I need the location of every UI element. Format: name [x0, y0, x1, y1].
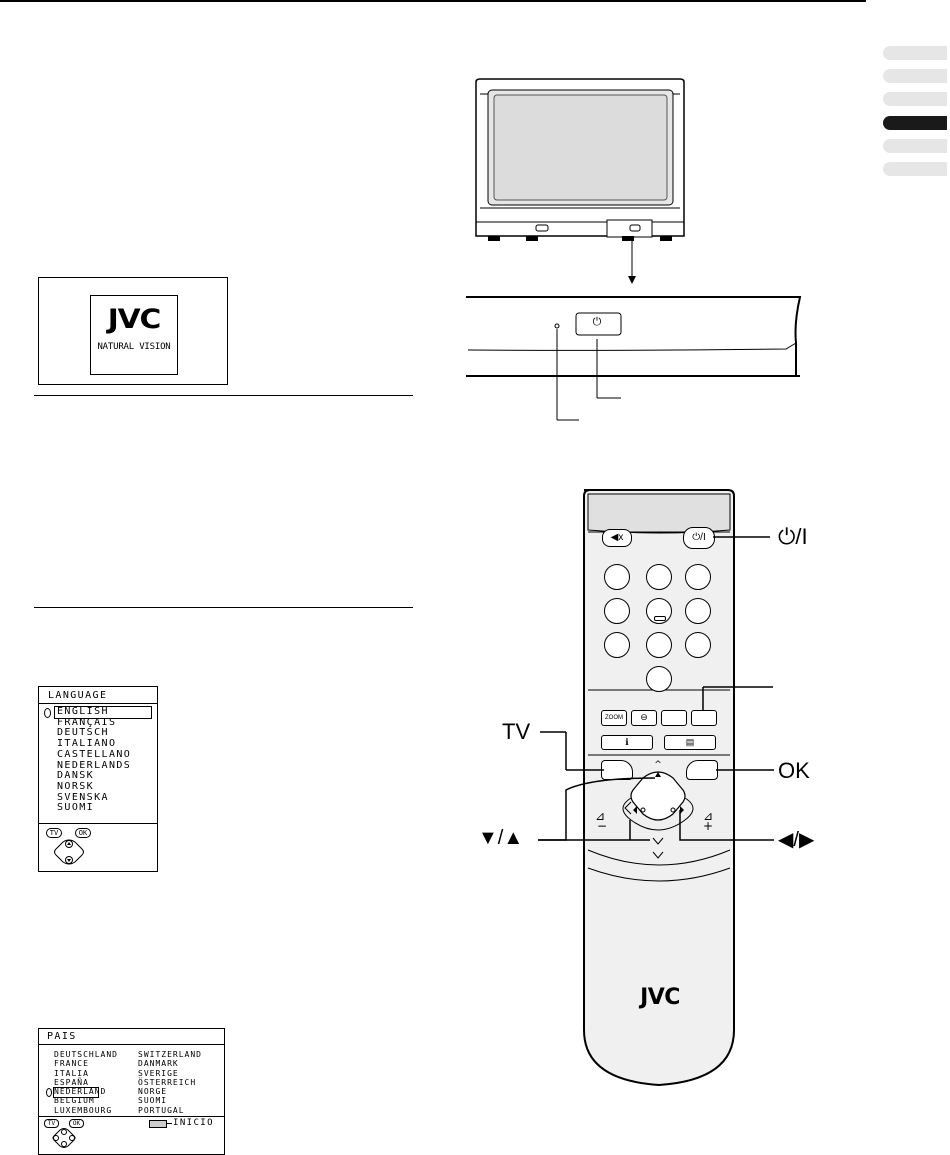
splash-logo-box: JVC NATURAL VISION [90, 295, 178, 375]
number-button[interactable] [646, 632, 672, 658]
language-selected-box [54, 706, 152, 719]
country-option[interactable]: NEDERLAND [54, 1087, 107, 1097]
tv-set-illustration [475, 78, 685, 241]
language-menu-title-rule [39, 703, 157, 704]
svg-text:^: ^ [654, 760, 662, 770]
side-tab-6 [883, 162, 947, 176]
country-menu-title-rule [39, 1044, 224, 1045]
country-selected-box [53, 1087, 99, 1098]
country-option[interactable]: LUXEMBOURG [54, 1105, 113, 1115]
country-menu-footer-rule [39, 1116, 224, 1117]
number-button[interactable] [604, 598, 630, 624]
side-tab-3 [883, 92, 947, 106]
callout-up-down: ▼/▲ [478, 827, 524, 849]
tactile-dot-icon [654, 616, 666, 621]
header-rule [0, 0, 866, 2]
language-menu-footer-rule [39, 823, 157, 824]
tv-front-panel-detail [466, 296, 802, 421]
zoom-arrow [628, 241, 636, 284]
language-option[interactable]: DEUTSCH [57, 727, 109, 739]
language-option[interactable]: CASTELLANO [57, 748, 132, 760]
country-cursor-icon [46, 1088, 52, 1097]
mute-button[interactable]: ◀x [602, 529, 632, 547]
number-button[interactable] [646, 564, 672, 590]
side-tab-2 [883, 69, 947, 83]
svg-text:⊿: ⊿ [703, 809, 713, 823]
country-option[interactable]: ÖSTERREICH [138, 1077, 197, 1087]
picture-mode-button[interactable]: ⊖ [631, 710, 657, 726]
svg-text:−: − [597, 819, 607, 833]
language-option[interactable]: FRANÇAIS [57, 716, 117, 728]
language-option[interactable]: DANSK [57, 770, 95, 782]
number-button[interactable] [685, 632, 711, 658]
ok-key-icon: OK [69, 1119, 84, 1128]
country-option[interactable]: DEUTSCHLAND [54, 1050, 118, 1059]
country-option[interactable]: SWITZERLAND [138, 1050, 202, 1059]
splash-screen: JVC NATURAL VISION [38, 277, 228, 385]
navigation-pad-icon [52, 1128, 76, 1148]
country-option[interactable]: PORTUGAL [138, 1105, 185, 1115]
splash-tagline: NATURAL VISION [97, 342, 171, 352]
green-function-button[interactable] [691, 710, 717, 726]
number-button[interactable] [685, 564, 711, 590]
tv-key-icon: TV [46, 828, 62, 838]
country-option[interactable]: BELGIUM [54, 1096, 95, 1106]
svg-text:+: + [703, 819, 713, 833]
country-option[interactable]: NORGE [138, 1087, 168, 1097]
splash-brand: JVC [107, 304, 162, 335]
number-button[interactable] [604, 564, 630, 590]
side-tab-active [883, 116, 947, 130]
language-option[interactable]: SUOMI [57, 802, 95, 814]
country-option[interactable]: ESPAÑA [54, 1077, 89, 1087]
language-option[interactable]: SVENSKA [57, 791, 109, 803]
section-rule-2 [34, 607, 413, 608]
callout-tv: TV [502, 719, 531, 744]
tv-power-button-symbol: ⏻ [592, 316, 602, 328]
number-button[interactable] [604, 632, 630, 658]
country-menu-title: PAIS [47, 1031, 77, 1042]
direction-pad: ^ ⊿ − ⊿ + [595, 760, 713, 859]
green-button-icon [149, 1120, 167, 1128]
language-menu-title: LANGUAGE [48, 690, 108, 701]
svg-text:⊿: ⊿ [595, 809, 605, 823]
tv-key-icon: TV [44, 1119, 59, 1128]
number-button[interactable] [685, 598, 711, 624]
number-button[interactable] [646, 598, 672, 624]
callout-ok: OK [778, 758, 810, 783]
country-option[interactable]: ITALIA [54, 1068, 89, 1078]
text-button[interactable]: ▤ [664, 735, 716, 750]
callout-left-right: ◀/▶ [778, 829, 815, 851]
blank-button-1[interactable] [661, 710, 687, 726]
callout-power: ⏻/I [778, 524, 808, 549]
country-option[interactable]: SVERIGE [138, 1068, 179, 1078]
ok-key-icon: OK [75, 828, 91, 838]
power-button[interactable]: ⏻/I [683, 527, 715, 549]
country-option[interactable]: DANMARK [138, 1059, 179, 1069]
start-connector [166, 1123, 172, 1124]
info-button[interactable]: ℹ [601, 735, 653, 750]
language-option[interactable]: NORSK [57, 780, 95, 792]
side-tab-1 [883, 46, 947, 60]
side-tab-5 [883, 139, 947, 153]
country-option[interactable]: SUOMI [138, 1096, 168, 1106]
section-rule-1 [34, 395, 413, 396]
language-option[interactable]: ENGLISH [57, 706, 109, 717]
language-cursor-icon [44, 708, 51, 718]
remote-brand: JVC [640, 985, 680, 1010]
start-label: INICIO [173, 1118, 214, 1128]
navigation-pad-icon [54, 839, 84, 865]
number-button[interactable] [646, 666, 672, 692]
language-option[interactable]: NEDERLANDS [57, 759, 132, 771]
zoom-button[interactable]: ZOOM [601, 710, 627, 726]
country-option[interactable]: FRANCE [54, 1059, 89, 1069]
language-option[interactable]: ITALIANO [57, 738, 117, 750]
